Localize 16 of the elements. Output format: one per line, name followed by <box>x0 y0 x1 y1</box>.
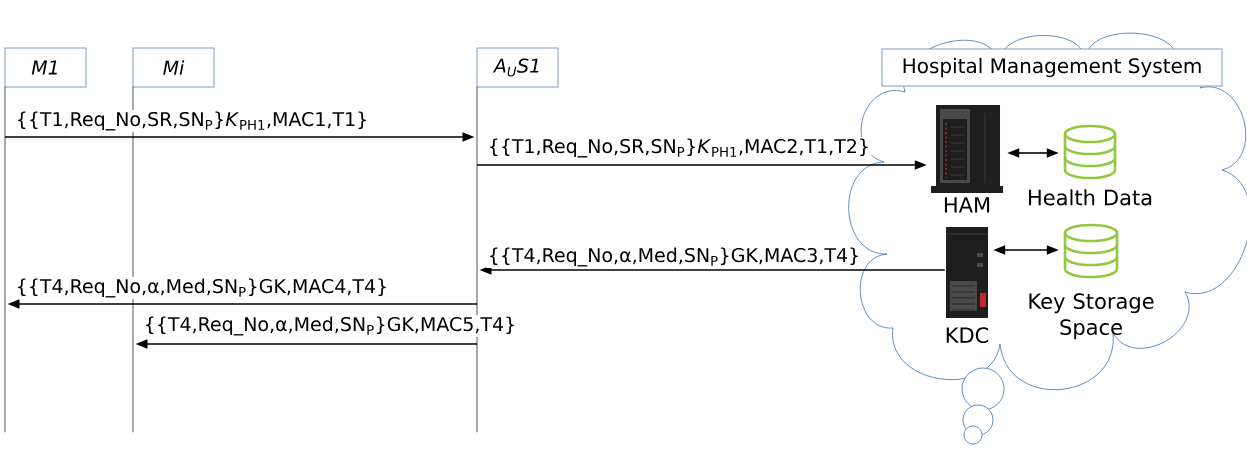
node-label: Health Data <box>1029 189 1152 206</box>
lifeline <box>476 86 478 433</box>
participant-box: Mi <box>132 47 215 88</box>
lifeline <box>132 86 134 433</box>
node-label: Key Storage Space <box>1029 293 1154 340</box>
node-label: KDC <box>946 327 989 344</box>
title-box: Hospital Management System <box>881 48 1223 87</box>
message-label: {{T1,Req_No,SR,SN$_{P}$}K$_{PH1}$,MAC1,T1} <box>14 110 370 132</box>
lifeline <box>4 86 6 433</box>
message-label: {{T1,Req_No,SR,SN$_{P}$}K$_{PH1}$,MAC2,T1,T2} <box>486 137 872 159</box>
participant-box: M1 <box>4 47 87 88</box>
node-label: HAM <box>944 197 990 213</box>
message-label: {{T4,Req_No,α,Med,SN$_{P}$}GK,MAC5,T4} <box>142 315 518 337</box>
participant-box: A$_{U}$S1 <box>476 47 559 88</box>
message-label: {{T4,Req_No,α,Med,SN$_{P}$}GK,MAC3,T4} <box>486 246 862 268</box>
message-label: {{T4,Req_No,α,Med,SN$_{P}$}GK,MAC4,T4} <box>14 277 390 299</box>
